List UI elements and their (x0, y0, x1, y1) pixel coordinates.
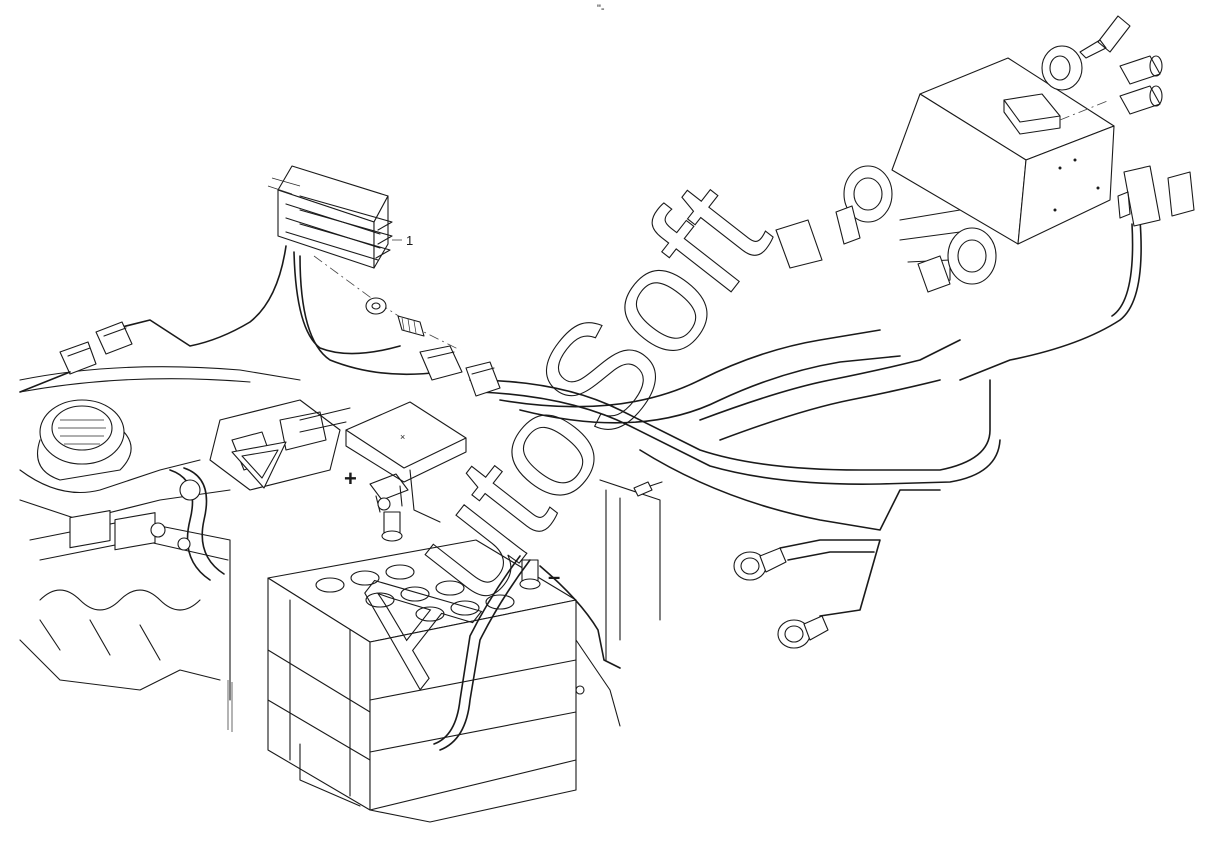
engine-bay (19, 366, 341, 732)
push-buttons (1119, 55, 1163, 115)
positive-terminal-label: + (344, 466, 357, 491)
wire-harness (109, 209, 1142, 751)
connector-pair-center (419, 345, 501, 397)
control-box (891, 57, 1115, 245)
header-mark: "- (597, 3, 605, 15)
relay-heatsink: 1 (267, 165, 461, 351)
connector-pair-left (19, 321, 133, 393)
negative-terminal-label: – (548, 564, 560, 589)
battery-cover: × (299, 401, 467, 523)
svg-text:×: × (400, 432, 405, 442)
battery: + – (267, 466, 577, 823)
washer-and-bolt (365, 297, 425, 337)
ignition-key (1041, 15, 1131, 91)
callout-1: 1 (406, 233, 413, 248)
cable-glands (775, 165, 997, 293)
round-sockets (733, 547, 829, 649)
mounting-panel (575, 479, 663, 727)
fuse-holder (1117, 165, 1195, 227)
